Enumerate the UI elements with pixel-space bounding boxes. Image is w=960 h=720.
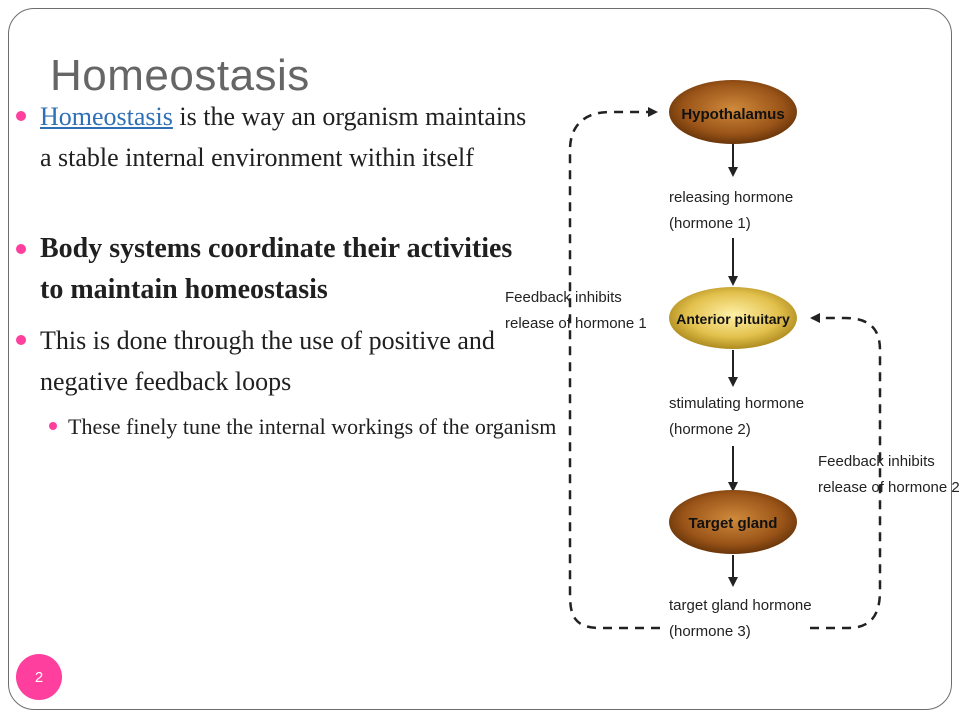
bullet-homeostasis-definition: Homeostasis is the way an organism maint… bbox=[16, 96, 540, 178]
sub-bullet-fine-tune: These finely tune the internal workings … bbox=[49, 408, 558, 445]
bullet-list: Homeostasis is the way an organism maint… bbox=[16, 96, 558, 445]
releasing-hormone-label: releasing hormone bbox=[669, 189, 793, 206]
target-gland-hormone-label: target gland hormone bbox=[669, 597, 812, 614]
node-target-gland-label: Target gland bbox=[689, 515, 778, 532]
bullet-dot bbox=[16, 111, 26, 121]
feedback2-label-line1: Feedback inhibits bbox=[818, 453, 935, 470]
node-hypothalamus-label: Hypothalamus bbox=[681, 106, 784, 123]
bullet-text: Body systems coordinate their activities… bbox=[40, 233, 513, 305]
feedback-diagram: Hypothalamus Anterior pituitary Target g… bbox=[505, 80, 960, 640]
feedback1-label-line1: Feedback inhibits bbox=[505, 289, 622, 306]
bullet-text: is the way an organism maintains a stabl… bbox=[40, 102, 527, 172]
bullet-text: This is done through the use of positive… bbox=[40, 326, 495, 396]
bullet-dot bbox=[16, 244, 26, 254]
hormone2-label: (hormone 2) bbox=[669, 421, 751, 438]
feedback-loops bbox=[568, 107, 882, 630]
slide-title: Homeostasis bbox=[50, 51, 310, 100]
hormone1-label: (hormone 1) bbox=[669, 215, 751, 232]
feedback1-label-line2: release of hormone 1 bbox=[505, 315, 647, 332]
page-number-badge: 2 bbox=[16, 654, 62, 700]
bullet-feedback-loops: This is done through the use of positive… bbox=[16, 320, 540, 402]
bullet-dot bbox=[16, 335, 26, 345]
stimulating-hormone-label: stimulating hormone bbox=[669, 395, 804, 412]
node-anterior-pituitary: Anterior pituitary bbox=[669, 287, 797, 349]
slide-frame bbox=[8, 8, 952, 710]
bullet-body-systems: Body systems coordinate their activities… bbox=[16, 228, 540, 310]
homeostasis-link[interactable]: Homeostasis bbox=[40, 102, 173, 131]
node-anterior-pituitary-label: Anterior pituitary bbox=[676, 311, 790, 327]
node-hypothalamus: Hypothalamus bbox=[669, 80, 797, 144]
hormone3-label: (hormone 3) bbox=[669, 623, 751, 640]
node-target-gland: Target gland bbox=[669, 490, 797, 554]
bullet-dot bbox=[49, 422, 57, 430]
bullet-text: These finely tune the internal workings … bbox=[68, 414, 557, 439]
feedback2-label-line2: release of hormone 2 bbox=[818, 479, 960, 496]
